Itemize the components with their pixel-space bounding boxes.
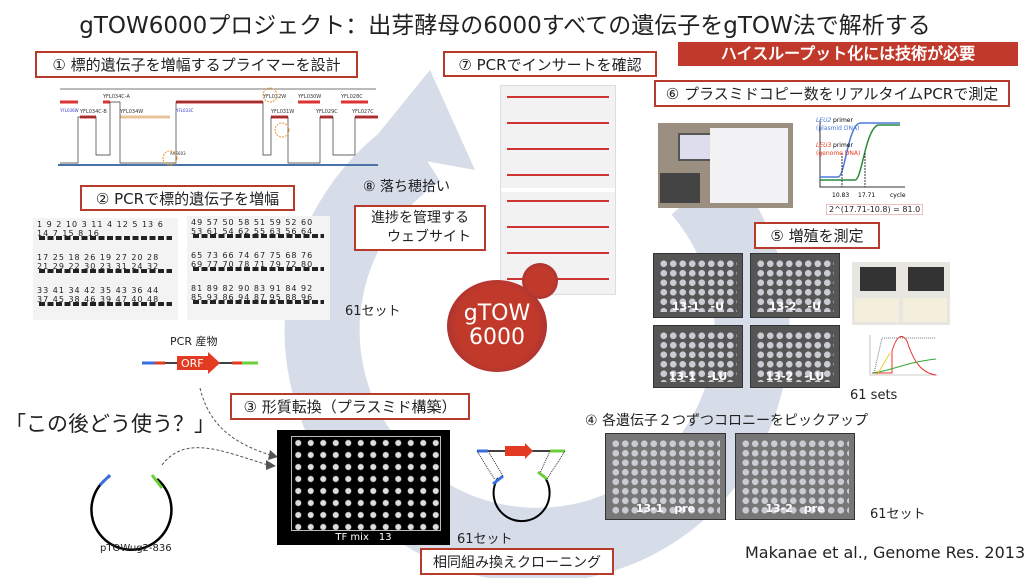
- ars-label: ARS603: [170, 151, 186, 156]
- x-tick: 10.83: [832, 192, 849, 199]
- qpcr-amplification-chart: 10.83 17.71 cycle LEU2 primer (plasmid D…: [816, 117, 906, 199]
- step6-label: ⑥ プラスミドコピー数をリアルタイムPCRで測定: [654, 80, 1010, 107]
- growth-plate: 13-1 -LU: [653, 325, 743, 388]
- insert-check-gel: [500, 85, 616, 295]
- pick-plate: 13-1 pre: [605, 433, 726, 520]
- logo-bubble: [522, 263, 558, 299]
- sets-count: 61セット: [870, 507, 926, 522]
- progress-website-box: 進捗を管理する ウェブサイト: [354, 205, 486, 251]
- svg-text:primer: primer: [833, 142, 853, 149]
- tf-plate-label: TF mix 13: [335, 532, 392, 543]
- growth-curve-chart: [869, 335, 938, 376]
- svg-text:LEU3: LEU3: [816, 142, 832, 149]
- logo-line1: gTOW: [463, 301, 531, 326]
- svg-text:(plasmid DNA): (plasmid DNA): [816, 125, 859, 132]
- lane-numbers: 81 89 82 90 83 91 84 92 85 93 86 94 87 9…: [191, 284, 314, 302]
- gene-label: YFL030W: [297, 94, 321, 100]
- svg-text:(genome DNA): (genome DNA): [816, 150, 860, 157]
- qpcr-machine-photo: [658, 123, 793, 208]
- gene-label: YFL034W: [119, 109, 143, 115]
- lane-numbers: 17 25 18 26 19 27 20 28 21 29 22 30 23 3…: [37, 253, 160, 271]
- sets-count-en: 61 sets: [850, 388, 898, 403]
- orf-label: ORF: [181, 357, 204, 370]
- lane-numbers: 49 57 50 58 51 59 52 60 53 61 54 62 55 6…: [191, 218, 314, 236]
- step4-label: ④ 各遺伝子２つずつコロニーをピックアップ: [585, 413, 868, 429]
- pick-plate: 13-2 pre: [735, 433, 855, 520]
- lane-numbers: 33 41 34 42 35 43 36 44 37 45 38 46 39 4…: [37, 286, 160, 304]
- svg-text:primer: primer: [833, 117, 853, 124]
- step1-label: ① 標的遺伝子を増幅するプライマーを設計: [35, 51, 358, 78]
- gel-right: 49 57 50 58 51 59 52 60 53 61 54 62 55 6…: [187, 216, 330, 320]
- step8-label: ⑧ 落ち穂拾い: [363, 179, 451, 195]
- sets-count: 61セット: [457, 532, 513, 547]
- website-line2: ウェブサイト: [387, 229, 471, 245]
- step7-label: ⑦ PCRでインサートを確認: [443, 51, 657, 77]
- page-title: gTOW6000プロジェクト：出芽酵母の6000すべての遺伝子をgTOW法で解析…: [79, 13, 931, 39]
- orf-construct: [142, 352, 258, 374]
- gene-map: YFL036W YFL033C YFL034C-B YFL034C-A YFL0…: [58, 87, 378, 166]
- x-tick: 17.71: [858, 192, 875, 199]
- sets-count: 61セット: [345, 304, 401, 319]
- gel-left: 1 9 2 10 3 11 4 12 5 13 6 14 7 15 8 16 1…: [33, 218, 178, 320]
- pcr-product-label: PCR 産物: [170, 335, 218, 348]
- cloning-label: 相同組み換えクローニング: [420, 548, 614, 575]
- question-text: 「この後どう使う？」: [5, 412, 215, 436]
- gene-label: YFL032W: [262, 94, 286, 100]
- growth-plate: 13-2 -LU: [750, 325, 840, 388]
- step5-label: ⑤ 増殖を測定: [754, 222, 880, 249]
- step3-label: ③ 形質転換（プラスミド構築）: [230, 393, 470, 420]
- citation: Makanae et al., Genome Res. 2013: [745, 543, 1024, 562]
- plasmid-name: pTOWug2-836: [100, 543, 172, 554]
- gene-label: YFL029C: [315, 109, 338, 115]
- gene-label: YFL027C: [351, 109, 374, 115]
- growth-plate: 13-2 -U: [750, 253, 840, 318]
- lane-numbers: 65 73 66 74 67 75 68 76 69 77 70 78 71 7…: [191, 251, 314, 269]
- svg-text:LEU2: LEU2: [816, 117, 832, 124]
- gene-label: YFL036W: [59, 108, 79, 113]
- gene-label: YFL028C: [340, 94, 363, 100]
- gene-label: YFL031W: [270, 109, 294, 115]
- growth-plate: 13-1 -U: [653, 253, 743, 318]
- gene-label: YFL033C: [175, 108, 194, 113]
- gene-label: YFL034C-A: [102, 94, 130, 100]
- logo-line2: 6000: [469, 325, 525, 350]
- step2-label: ② PCRで標的遺伝子を増幅: [80, 185, 295, 211]
- copy-number-formula: 2^(17.71-10.8) = 81.0: [826, 204, 924, 215]
- lane-numbers: 1 9 2 10 3 11 4 12 5 13 6 14 7 15 8 16: [37, 220, 164, 238]
- gene-label: YFL034C-B: [79, 109, 107, 115]
- tf-plate-photo: TF mix 13: [277, 430, 450, 545]
- plate-reader-photo: [852, 262, 950, 325]
- x-label: cycle: [890, 192, 906, 199]
- website-line1: 進捗を管理する: [371, 210, 469, 226]
- throughput-banner: ハイスループット化には技術が必要: [678, 42, 1018, 66]
